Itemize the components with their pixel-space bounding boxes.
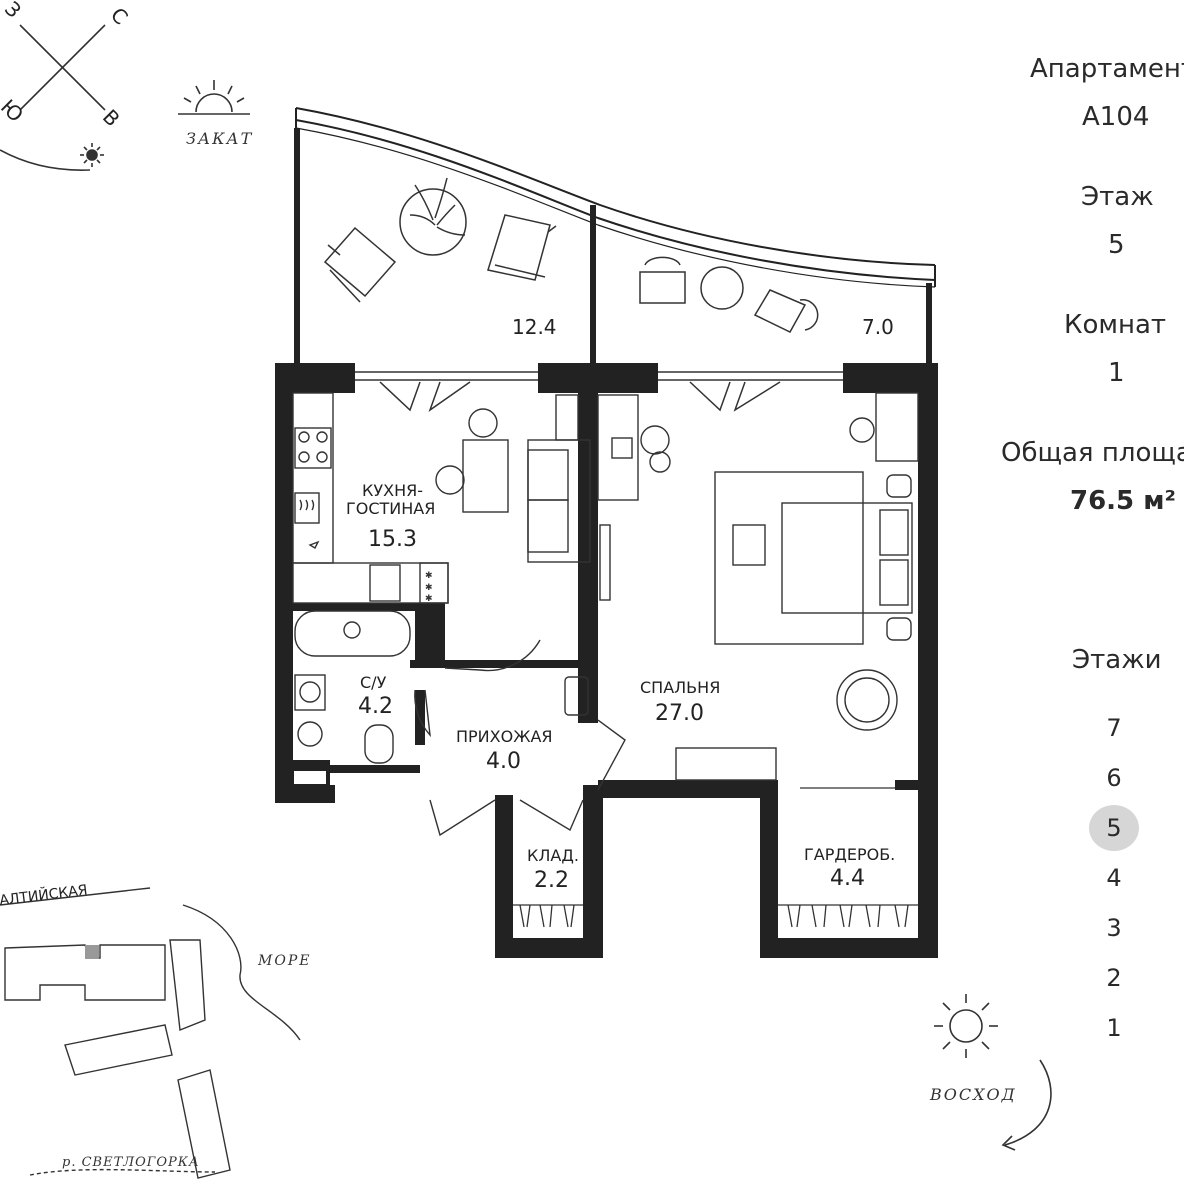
floor-item-4[interactable]: 4 — [1106, 864, 1122, 892]
area-value: 76.5 м² — [1070, 486, 1176, 516]
kitchen-name-1: КУХНЯ- — [362, 481, 423, 500]
floor-item-2[interactable]: 2 — [1106, 964, 1122, 992]
compass-icon — [0, 24, 106, 171]
compass-west: З — [0, 0, 26, 23]
storage-area: 2.2 — [534, 868, 569, 893]
storage-hangers — [513, 787, 918, 928]
compass-south: Ю — [0, 95, 28, 127]
doors — [414, 639, 626, 837]
floor-label: Этаж — [1081, 182, 1154, 212]
storage-name: КЛАД. — [527, 846, 579, 865]
bedroom-furniture — [564, 392, 919, 781]
balcony-outline — [295, 107, 936, 288]
balcony-left-area: 12.4 — [512, 315, 557, 339]
sun-small-icon — [80, 143, 104, 167]
floor-item-5[interactable]: 5 — [1089, 805, 1139, 851]
apartment-value: А104 — [1082, 102, 1150, 132]
windows — [355, 371, 843, 412]
sunset-icon — [178, 80, 250, 115]
bedroom-area: 27.0 — [655, 701, 704, 726]
map-street: АЛТИЙСКАЯ — [0, 880, 88, 909]
hall-name: ПРИХОЖАЯ — [456, 727, 553, 746]
floor-item-7[interactable]: 7 — [1106, 714, 1122, 742]
balcony-left-furniture — [323, 177, 557, 303]
floor-value: 5 — [1108, 230, 1125, 260]
floor-item-6[interactable]: 6 — [1106, 764, 1122, 792]
bathroom-fixtures — [294, 610, 411, 764]
kitchen-furniture: ✱ ✱ ✱ — [292, 392, 591, 604]
balcony-walls — [294, 128, 932, 370]
kitchen-area: 15.3 — [368, 527, 417, 552]
sunrise-label: ВОСХОД — [929, 1085, 1017, 1104]
balcony-right-area: 7.0 — [862, 315, 894, 339]
sunrise-icon — [934, 994, 1052, 1151]
map-sea: МОРЕ — [257, 953, 311, 969]
wardrobe-name: ГАРДЕРОБ. — [804, 845, 895, 864]
rooms-value: 1 — [1108, 358, 1125, 388]
floor-item-1[interactable]: 1 — [1106, 1014, 1122, 1042]
balcony-right-furniture — [639, 256, 819, 333]
rooms-label: Комнат — [1064, 310, 1167, 340]
svg-text:✱: ✱ — [425, 583, 433, 593]
compass-east: В — [98, 105, 125, 132]
wardrobe-area: 4.4 — [830, 866, 865, 891]
bath-name: С/У — [360, 673, 387, 692]
floors-title: Этажи — [1072, 645, 1162, 675]
building-marker — [85, 945, 99, 959]
hall-area: 4.0 — [486, 749, 521, 774]
apartment-label: Апартамент — [1030, 54, 1184, 84]
floor-item-3[interactable]: 3 — [1106, 914, 1122, 942]
location-map — [0, 887, 301, 1179]
map-river: р. СВЕТЛОГОРКА — [62, 1155, 200, 1170]
svg-text:✱: ✱ — [425, 594, 433, 604]
svg-text:✱: ✱ — [425, 571, 433, 581]
bath-area: 4.2 — [358, 694, 393, 719]
bedroom-name: СПАЛЬНЯ — [640, 678, 720, 697]
info-panel: Апартамент А104 Этаж 5 Комнат 1 Общая пл… — [1000, 0, 1184, 640]
compass-north: С — [106, 3, 133, 30]
kitchen-name-2: ГОСТИНАЯ — [346, 499, 435, 518]
area-label: Общая площадь — [1001, 438, 1184, 468]
sunset-label: ЗАКАТ — [186, 129, 253, 148]
